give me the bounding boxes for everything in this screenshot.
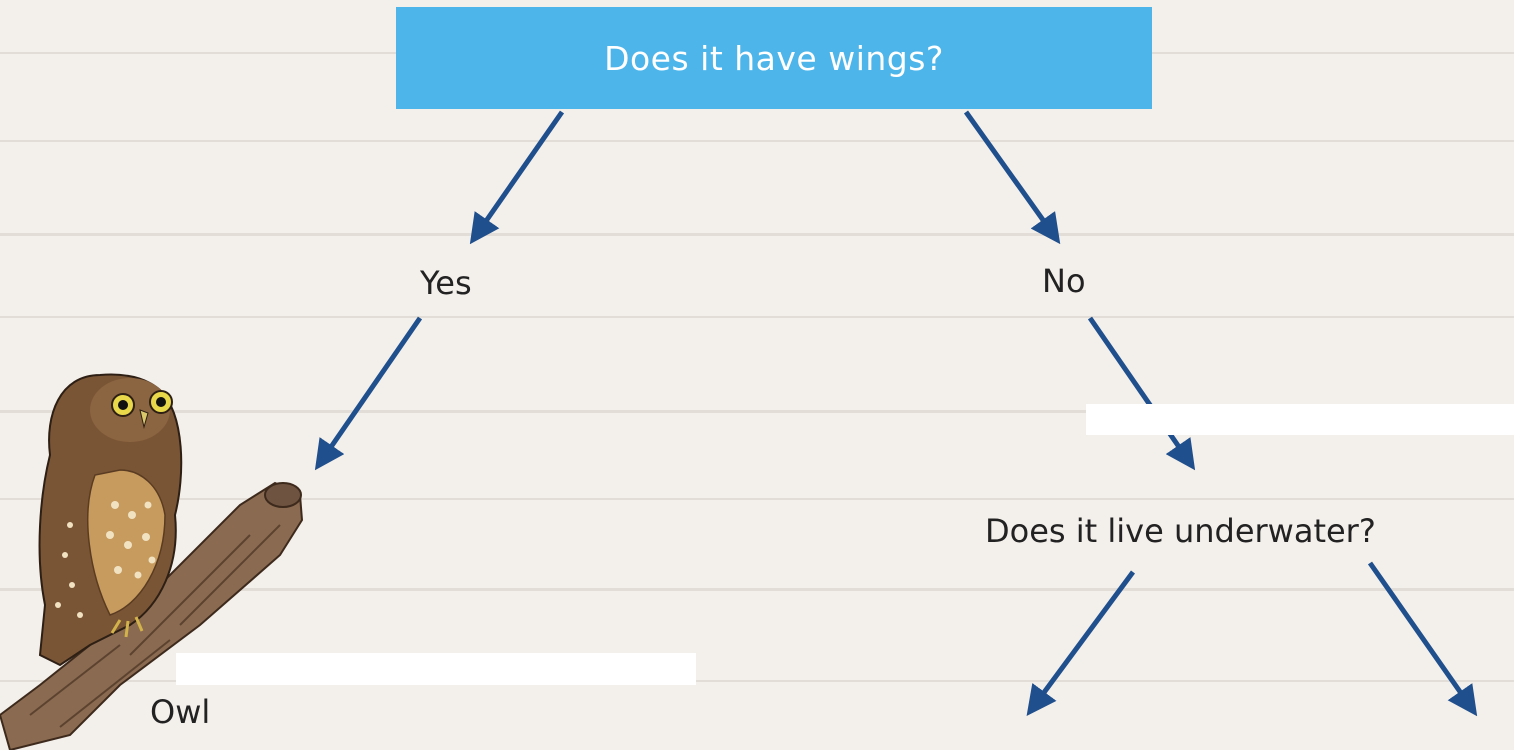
owl-icon — [38, 373, 183, 667]
branch-icon — [0, 481, 304, 750]
yes-branch-label: Yes — [420, 264, 472, 302]
second-question-text: Does it live underwater? — [985, 512, 1376, 550]
answer-blank-bar — [1086, 404, 1514, 435]
plank-line — [0, 316, 1514, 318]
answer-blank-bar — [176, 653, 696, 685]
owl-answer-label: Owl — [150, 693, 211, 731]
plank-line — [0, 410, 1514, 413]
plank-line — [0, 588, 1514, 591]
plank-line — [0, 233, 1514, 236]
arrow-second-left — [1026, 570, 1136, 717]
arrow-yes-to-owl — [314, 316, 423, 471]
plank-line — [0, 140, 1514, 142]
root-question-text: Does it have wings? — [604, 38, 944, 78]
no-branch-label: No — [1042, 262, 1086, 300]
owl-on-branch-icon — [0, 373, 304, 750]
plank-line — [0, 680, 1514, 682]
root-question-box: Does it have wings? — [396, 7, 1152, 109]
arrow-second-right — [1367, 561, 1478, 717]
plank-line — [0, 498, 1514, 500]
arrow-to-no — [963, 110, 1061, 245]
arrow-to-yes — [469, 110, 565, 245]
arrow-no-to-second-question — [1087, 316, 1196, 471]
